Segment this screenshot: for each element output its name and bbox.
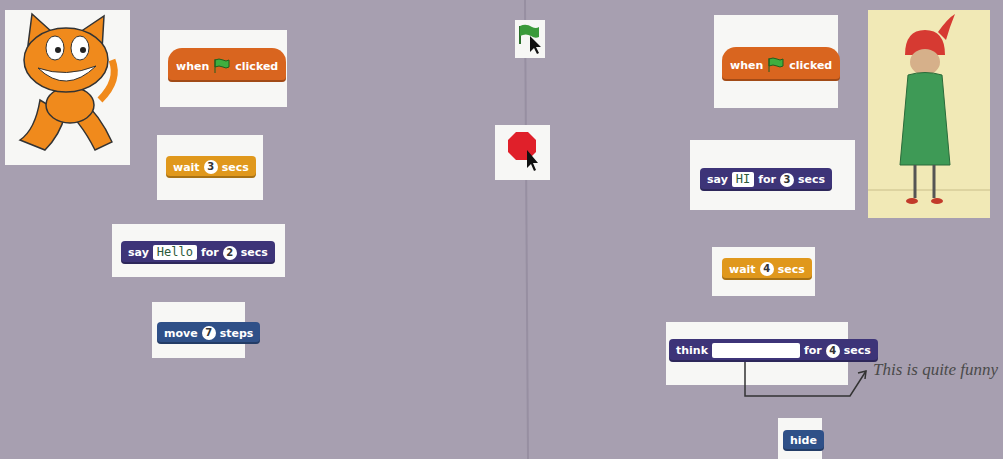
scratch-cat-picture <box>5 10 130 165</box>
scratch-cat-picture <box>38 66 96 81</box>
code-block: when clicked <box>722 47 840 81</box>
flag-icon <box>767 57 785 73</box>
block-label: for <box>201 246 219 259</box>
block-label: wait <box>729 263 756 276</box>
girl-picture <box>868 10 990 218</box>
block-label: secs <box>778 263 805 276</box>
paper-cards <box>112 15 855 459</box>
flag-shape <box>215 59 229 73</box>
block-label: for <box>758 173 776 186</box>
girl-picture <box>910 49 940 75</box>
green-flag-icon <box>530 36 541 54</box>
girl-picture <box>906 198 918 204</box>
block-label: wait <box>173 161 200 174</box>
girl-picture <box>938 14 955 40</box>
code-block: when clicked <box>168 48 286 82</box>
paper-cards <box>666 322 848 385</box>
number-input: 3 <box>780 173 794 187</box>
flag-icon <box>213 58 231 74</box>
scratch-cat-picture <box>5 10 130 165</box>
paper-cards <box>160 30 287 107</box>
paper-cards <box>495 125 550 180</box>
empty-input <box>712 343 800 358</box>
block-label: clicked <box>789 59 832 72</box>
code-block: say Hello for 2 secs <box>121 241 275 264</box>
block-label: when <box>176 60 209 73</box>
block-label: secs <box>844 344 871 357</box>
block-label: clicked <box>235 60 278 73</box>
girl-picture <box>900 73 950 166</box>
block-label: think <box>676 344 708 357</box>
block-label: hide <box>790 434 817 447</box>
paper-cards <box>714 15 838 108</box>
paper-cards <box>515 20 545 58</box>
flag-shape <box>769 58 783 72</box>
text-input: Hello <box>153 245 197 260</box>
stop-sign-icon <box>508 132 538 171</box>
code-block: wait 3 secs <box>166 156 256 178</box>
fold-line <box>525 0 528 459</box>
number-input: 4 <box>826 344 840 358</box>
leader-arrow <box>745 362 866 396</box>
number-input: 2 <box>223 246 237 260</box>
text-input: HI <box>732 172 754 187</box>
block-label: steps <box>220 327 254 340</box>
scratch-cat-picture <box>55 47 61 53</box>
leader-arrow <box>858 371 866 379</box>
code-block: think for 4 secs <box>669 339 878 362</box>
scratch-cat-picture <box>80 47 86 53</box>
girl-picture <box>868 190 990 191</box>
block-label: move <box>164 327 198 340</box>
green-flag-icon <box>520 25 539 38</box>
paper-cards <box>690 140 855 210</box>
code-block: say HI for 3 secs <box>700 168 832 191</box>
scratch-cat-picture <box>71 36 89 60</box>
paper-cards <box>157 135 263 200</box>
scratch-cat-picture <box>24 28 108 92</box>
number-input: 4 <box>760 262 774 276</box>
green-flag-icon <box>520 25 541 54</box>
block-label: say <box>128 246 149 259</box>
girl-picture <box>933 165 936 198</box>
block-label: say <box>707 173 728 186</box>
block-label: secs <box>798 173 825 186</box>
code-block: wait 4 secs <box>722 258 812 280</box>
girl-picture <box>914 165 917 198</box>
block-label: when <box>730 59 763 72</box>
girl-picture <box>868 10 990 218</box>
block-label: secs <box>241 246 268 259</box>
scratch-cat-picture <box>46 36 64 60</box>
number-input: 3 <box>204 160 218 174</box>
code-block: move 7 steps <box>157 322 260 344</box>
scratch-cat-picture <box>100 60 114 100</box>
paper-cards <box>112 224 285 277</box>
block-label: for <box>804 344 822 357</box>
paper-cards <box>712 247 815 296</box>
stop-sign-icon <box>527 150 538 171</box>
girl-picture <box>931 198 943 204</box>
handwritten-note: This is quite funny <box>873 360 1001 380</box>
leader-arrow <box>745 362 866 396</box>
code-block: hide <box>783 430 824 451</box>
number-input: 7 <box>202 326 216 340</box>
block-label: secs <box>222 161 249 174</box>
